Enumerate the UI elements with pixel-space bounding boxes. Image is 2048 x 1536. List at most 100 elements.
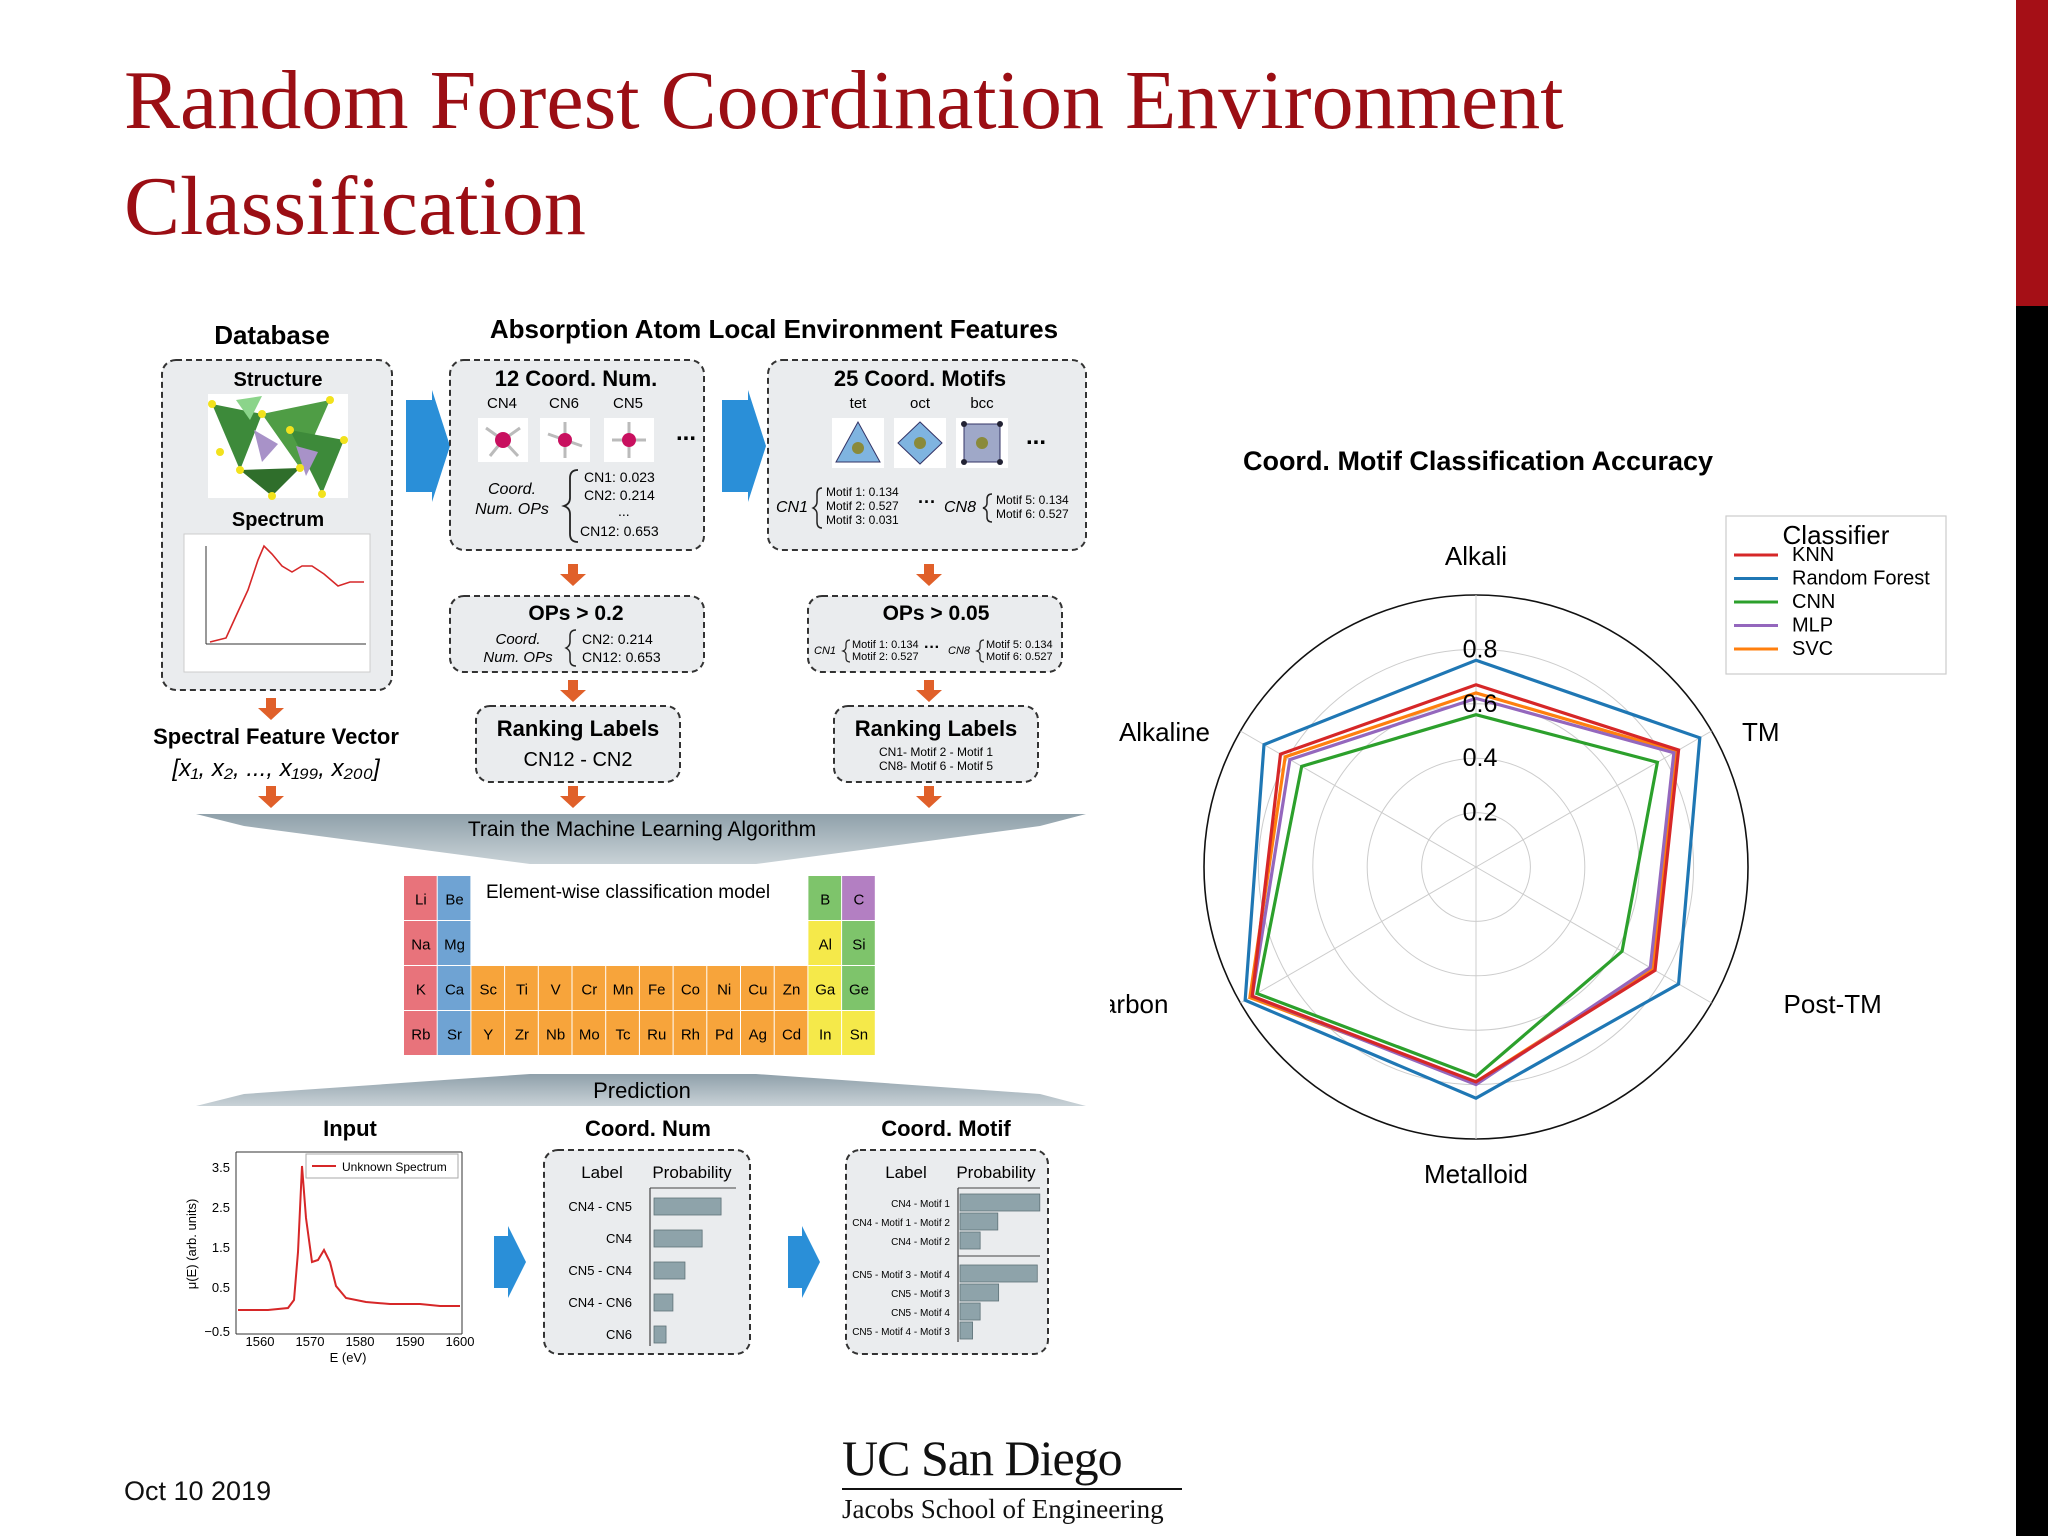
prob-bar (653, 1197, 722, 1216)
legend-label: SVC (1792, 638, 1833, 660)
accent-bar-red (2016, 0, 2048, 306)
prob-bar (653, 1325, 667, 1344)
ranking-right-value-1: CN1- Motif 2 - Motif 1 (879, 745, 993, 759)
prob-label: CN5 - Motif 3 - Motif 4 (852, 1270, 950, 1281)
element-symbol: Cr (581, 982, 597, 999)
legend-label: KNN (1792, 544, 1834, 566)
element-pd: Pd (707, 1011, 740, 1055)
element-ga: Ga (808, 966, 842, 1010)
element-symbol: Pd (715, 1027, 733, 1044)
ranking-right-value-2: CN8- Motif 6 - Motif 5 (879, 759, 993, 773)
brace-ops-right-cn1 (841, 639, 851, 663)
element-cu: Cu (741, 966, 774, 1010)
legend-title: Classifier (1783, 520, 1890, 550)
prob-label: CN4 - Motif 2 (891, 1237, 950, 1248)
brace-ops-left (564, 629, 577, 667)
motif-cn1-value-1: Motif 1: 0.134 (826, 485, 899, 499)
prob-bar (959, 1302, 981, 1321)
arrow-down-ops-left (560, 564, 586, 586)
element-symbol: Zn (783, 982, 801, 999)
input-ytick-3: 1.5 (212, 1240, 230, 1255)
coord-motif-label-header: Label (885, 1163, 927, 1182)
element-na: Na (404, 921, 437, 965)
radar-series (1243, 658, 1702, 1100)
motif-label-oct: oct (910, 395, 931, 412)
series-random-forest (1243, 658, 1702, 1100)
ops-filter-right-cn1-value-1: Motif 1: 0.134 (852, 639, 919, 651)
element-symbol: Mn (613, 982, 634, 999)
cn-label-2: CN6 (549, 395, 579, 412)
axis-label-alkaline: Alkaline (1119, 717, 1210, 747)
prob-bar (959, 1264, 1038, 1283)
element-tc: Tc (606, 1011, 639, 1055)
element-fe: Fe (639, 966, 673, 1010)
cn-label-3: CN5 (613, 395, 643, 412)
coord-motif-result-title: Coord. Motif (881, 1116, 1011, 1141)
ranking-right-title: Ranking Labels (855, 716, 1018, 741)
element-be: Be (437, 876, 471, 920)
ops-filter-right-box (807, 595, 1063, 673)
slide-title: Random Forest Coordination Environment C… (124, 54, 1564, 253)
train-banner-text: Train the Machine Learning Algorithm (468, 818, 816, 841)
ranking-left-value: CN12 - CN2 (524, 749, 633, 771)
element-y: Y (471, 1011, 505, 1055)
radial-tick-label: 0.4 (1463, 744, 1498, 772)
molecule-cn5-icon (604, 418, 654, 462)
motif-cn8-value-2: Motif 6: 0.527 (996, 507, 1069, 521)
brace-ops-right-cn8 (975, 639, 985, 663)
ops-filter-right-cn1-value-2: Motif 2: 0.527 (852, 651, 919, 663)
ops-filter-right-cn8-value-2: Motif 6: 0.527 (986, 651, 1053, 663)
arrow-down-vector (258, 786, 284, 808)
series-knn (1250, 683, 1681, 1084)
arrow-down-rank-right (916, 680, 942, 702)
prob-bar (653, 1293, 674, 1312)
axis-label-tm: TM (1742, 717, 1780, 747)
logo-main-text: UC San Diego (842, 1430, 1123, 1486)
features-title: Absorption Atom Local Environment Featur… (490, 314, 1058, 344)
prob-bar (653, 1229, 703, 1248)
element-b: B (808, 876, 842, 920)
element-li: Li (404, 876, 437, 920)
input-xtick-3: 1580 (346, 1334, 375, 1349)
train-banner (196, 814, 1086, 864)
element-rh: Rh (673, 1011, 707, 1055)
element-mn: Mn (606, 966, 639, 1010)
blue-arrow-4 (788, 1226, 820, 1298)
ops-filter-right-cn8-value-1: Motif 5: 0.134 (986, 639, 1053, 651)
arrow-down-rank-left (560, 680, 586, 702)
input-ylabel: μ(E) (arb. units) (184, 1199, 199, 1290)
accent-bar-black (2016, 306, 2048, 1536)
input-xlabel: E (eV) (330, 1350, 367, 1365)
radial-tick-label: 0.2 (1463, 799, 1498, 827)
input-ytick-1: 3.5 (212, 1160, 230, 1175)
element-symbol: Co (681, 982, 700, 999)
element-sn: Sn (842, 1011, 875, 1055)
prob-label: CN5 - CN4 (568, 1263, 632, 1278)
element-zr: Zr (505, 1011, 538, 1055)
ops-filter-left-title: OPs > 0.2 (528, 602, 623, 625)
prob-label: CN4 (606, 1231, 632, 1246)
cn-op-value-2: CN2: 0.214 (584, 487, 655, 503)
input-xtick-5: 1600 (446, 1334, 475, 1349)
prob-label: CN5 - Motif 4 - Motif 3 (852, 1327, 950, 1338)
element-ni: Ni (707, 966, 740, 1010)
motif-oct-icon (894, 418, 946, 468)
motif-label-bcc: bcc (970, 395, 994, 412)
periodic-table-title: Element-wise classification model (486, 882, 770, 903)
element-in: In (808, 1011, 842, 1055)
axis-label-alkali: Alkali (1445, 541, 1507, 571)
brace-coord-num (561, 469, 579, 543)
prob-label: CN4 - CN6 (568, 1295, 632, 1310)
spectral-feature-title: Spectral Feature Vector (153, 724, 399, 749)
brace-motif-cn8 (982, 493, 993, 523)
cn-label-1: CN4 (487, 395, 517, 412)
coord-num-prob-header: Probability (652, 1163, 732, 1182)
element-symbol: V (551, 982, 561, 999)
coord-motif-prob-header: Probability (956, 1163, 1036, 1182)
motif-label-tet: tet (850, 395, 868, 412)
motif-ellipsis: ... (1026, 423, 1046, 450)
prob-bar (959, 1321, 974, 1340)
series-cnn (1255, 713, 1660, 1079)
element-symbol: Ru (647, 1027, 666, 1044)
cn-ellipsis: ... (676, 419, 696, 446)
